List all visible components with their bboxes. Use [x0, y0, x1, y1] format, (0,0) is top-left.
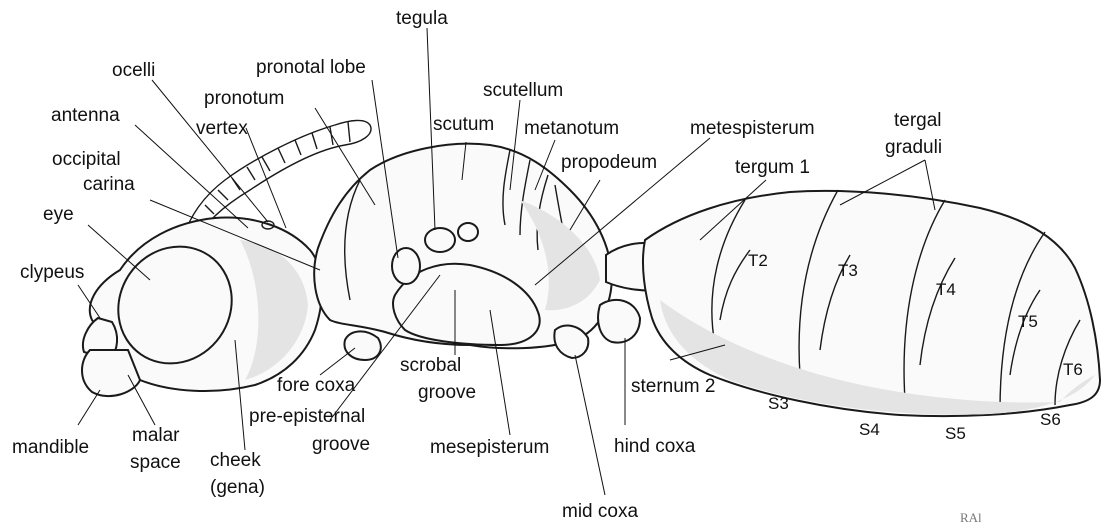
label-scrobal: scrobal [400, 355, 461, 376]
label-tegula: tegula [396, 8, 448, 29]
label-mesepisterum: mesepisterum [430, 437, 549, 458]
label-malar: malar [132, 425, 180, 446]
label-groove-pre-episternal: groove [312, 434, 370, 455]
label-graduli: graduli [885, 137, 942, 158]
label-carina: carina [83, 174, 135, 195]
label-groove-scrobal: groove [418, 382, 476, 403]
label-cheek: cheek [210, 450, 261, 471]
label-pronotal-lobe: pronotal lobe [256, 57, 366, 78]
label-clypeus: clypeus [20, 262, 84, 283]
segment-t6: T6 [1063, 360, 1083, 379]
label-pre-episternal: pre-episternal [249, 406, 365, 427]
mesosoma-drawing [314, 144, 662, 360]
label-vertex: vertex [196, 118, 248, 139]
artist-signature: RAl [960, 510, 982, 525]
label-gena: (gena) [210, 477, 265, 498]
segment-t5: T5 [1018, 312, 1038, 331]
label-occipital: occipital [52, 149, 121, 170]
head-drawing [82, 218, 322, 397]
label-scutellum: scutellum [483, 80, 563, 101]
label-metespisterum: metespisterum [690, 118, 815, 139]
segment-t2: T2 [748, 251, 768, 270]
label-tergum-1: tergum 1 [735, 157, 810, 178]
label-eye: eye [43, 204, 74, 225]
segment-t3: T3 [838, 261, 858, 280]
label-metanotum: metanotum [524, 118, 619, 139]
segment-s5: S5 [945, 424, 966, 443]
label-sternum-2: sternum 2 [631, 376, 715, 397]
label-fore-coxa: fore coxa [277, 375, 356, 396]
label-tergal: tergal [894, 110, 942, 131]
segment-s3: S3 [768, 394, 789, 413]
segment-s4: S4 [859, 420, 880, 439]
label-antenna: antenna [51, 105, 120, 126]
segment-t4: T4 [936, 280, 956, 299]
label-mandible: mandible [12, 437, 89, 458]
label-pronotum: pronotum [204, 88, 284, 109]
label-space: space [130, 452, 181, 473]
label-ocelli: ocelli [112, 60, 155, 81]
label-mid-coxa: mid coxa [562, 501, 638, 522]
segment-s6: S6 [1040, 410, 1061, 429]
label-scutum: scutum [433, 114, 494, 135]
label-propodeum: propodeum [561, 152, 657, 173]
label-hind-coxa: hind coxa [614, 436, 696, 457]
